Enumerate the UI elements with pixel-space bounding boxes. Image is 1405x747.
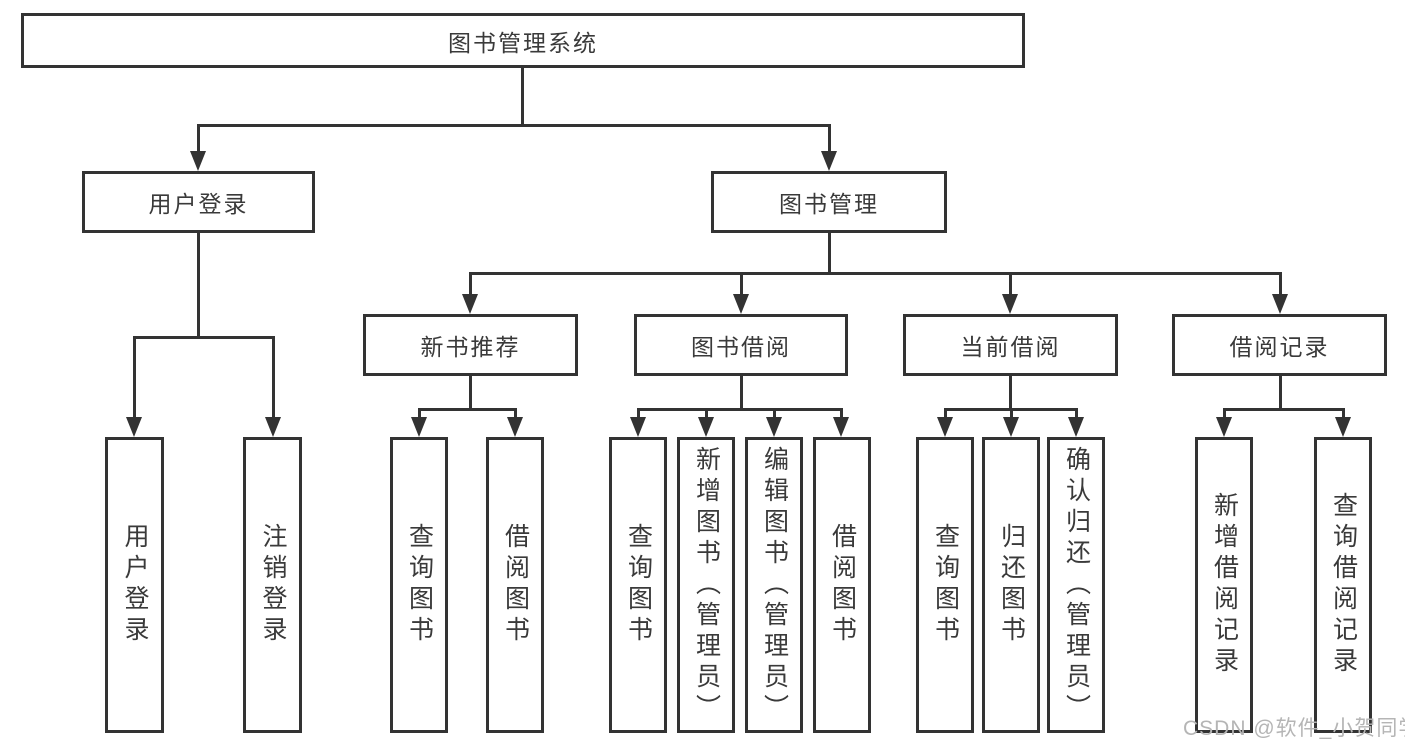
- connector-arrowhead: [630, 417, 646, 437]
- connector-line: [272, 336, 275, 419]
- leaf-add-borrow-record: 新增借阅记录: [1195, 437, 1253, 733]
- node-user-login: 用户登录: [82, 171, 315, 233]
- connector-arrowhead: [1216, 417, 1232, 437]
- leaf-edit-books-admin: 编辑图书（管理员）: [745, 437, 803, 733]
- leaf-return-books: 归还图书: [982, 437, 1040, 733]
- leaf-borrow-books: 借阅图书: [813, 437, 871, 733]
- connector-line: [133, 336, 274, 339]
- connector-line: [1009, 376, 1012, 411]
- connector-line: [1279, 272, 1282, 296]
- connector-line: [521, 68, 524, 124]
- node-label: 图书借阅: [691, 334, 791, 360]
- connector-arrowhead: [937, 417, 953, 437]
- leaf-query-borrow-record: 查询借阅记录: [1314, 437, 1372, 733]
- leaf-query-books-recommend: 查询图书: [390, 437, 448, 733]
- connector-line: [1010, 408, 1013, 420]
- watermark: CSDN @软件_小贺同学: [1183, 717, 1405, 740]
- connector-arrowhead: [733, 294, 749, 314]
- connector-arrowhead: [1003, 417, 1019, 437]
- connector-line: [197, 124, 831, 127]
- leaf-label: 查询借阅记录: [1329, 492, 1358, 678]
- connector-arrowhead: [833, 417, 849, 437]
- node-current-borrowing: 当前借阅: [903, 314, 1118, 376]
- leaf-label: 查询图书: [405, 523, 434, 647]
- connector-line: [469, 272, 1282, 275]
- node-label: 新书推荐: [420, 334, 521, 360]
- connector-line: [1009, 272, 1012, 296]
- connector-line: [1223, 408, 1345, 411]
- connector-line: [469, 272, 472, 296]
- connector-line: [418, 408, 421, 420]
- node-book-borrowing: 图书借阅: [634, 314, 848, 376]
- connector-line: [514, 408, 517, 420]
- connector-arrowhead: [1068, 417, 1084, 437]
- leaf-label: 查询图书: [931, 523, 960, 647]
- connector-line: [1342, 408, 1345, 420]
- leaf-add-books-admin: 新增图书（管理员）: [677, 437, 735, 733]
- connector-line: [944, 408, 947, 420]
- connector-line: [740, 376, 743, 411]
- leaf-confirm-return-admin: 确认归还（管理员）: [1047, 437, 1105, 733]
- connector-line: [637, 408, 843, 411]
- node-new-book-recommend: 新书推荐: [363, 314, 578, 376]
- leaf-label: 确认归还（管理员）: [1062, 445, 1091, 725]
- connector-arrowhead: [265, 417, 281, 437]
- node-label: 图书管理: [779, 191, 879, 217]
- node-borrowing-records: 借阅记录: [1172, 314, 1387, 376]
- leaf-label: 借阅图书: [501, 523, 530, 647]
- connector-line: [773, 408, 776, 420]
- node-label: 借阅记录: [1229, 334, 1330, 360]
- connector-line: [1223, 408, 1226, 420]
- leaf-label: 查询图书: [624, 523, 653, 647]
- node-library-system: 图书管理系统: [21, 13, 1025, 68]
- connector-arrowhead: [411, 417, 427, 437]
- connector-line: [1075, 408, 1078, 420]
- connector-line: [705, 408, 708, 420]
- connector-line: [133, 336, 136, 419]
- connector-arrowhead: [766, 417, 782, 437]
- connector-arrowhead: [698, 417, 714, 437]
- node-label: 用户登录: [148, 191, 249, 217]
- connector-line: [1279, 376, 1282, 411]
- connector-arrowhead: [1335, 417, 1351, 437]
- connector-line: [197, 124, 200, 154]
- leaf-label: 新增借阅记录: [1210, 492, 1239, 678]
- connector-arrowhead: [821, 151, 837, 171]
- connector-arrowhead: [190, 151, 206, 171]
- leaf-label: 归还图书: [997, 523, 1026, 647]
- leaf-query-books-current: 查询图书: [916, 437, 974, 733]
- connector-arrowhead: [126, 417, 142, 437]
- node-label: 当前借阅: [960, 334, 1061, 360]
- node-label: 图书管理系统: [448, 29, 598, 56]
- node-book-management: 图书管理: [711, 171, 947, 233]
- connector-arrowhead: [1002, 294, 1018, 314]
- leaf-label: 用户登录: [121, 523, 149, 647]
- leaf-label: 新增图书（管理员）: [692, 445, 721, 725]
- connector-arrowhead: [1272, 294, 1288, 314]
- connector-arrowhead: [507, 417, 523, 437]
- leaf-label: 注销登录: [259, 523, 287, 647]
- connector-line: [740, 272, 743, 296]
- connector-line: [828, 233, 831, 275]
- connector-arrowhead: [462, 294, 478, 314]
- leaf-borrow-books-recommend: 借阅图书: [486, 437, 544, 733]
- leaf-label: 编辑图书（管理员）: [760, 445, 789, 725]
- leaf-user-login: 用户登录: [105, 437, 164, 733]
- connector-line: [828, 124, 831, 154]
- leaf-label: 借阅图书: [828, 523, 857, 647]
- leaf-logout: 注销登录: [243, 437, 302, 733]
- connector-line: [197, 233, 200, 339]
- leaf-query-books-borrow: 查询图书: [609, 437, 667, 733]
- connector-line: [418, 408, 517, 411]
- connector-line: [637, 408, 640, 420]
- connector-line: [469, 376, 472, 411]
- connector-line: [840, 408, 843, 420]
